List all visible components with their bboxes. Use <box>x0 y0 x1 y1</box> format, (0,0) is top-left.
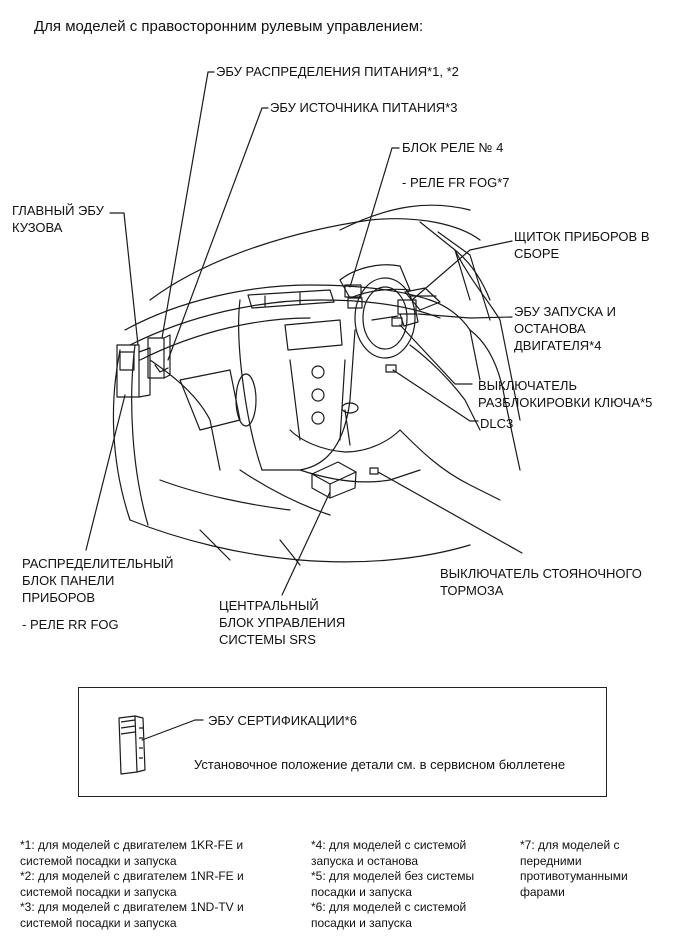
footnote-line: *3: для моделей с двигателем 1ND-TV и <box>20 900 244 914</box>
label-dlc3: DLC3 <box>480 416 514 431</box>
label-engine-ecu-line2: ОСТАНОВА <box>514 321 586 336</box>
footnote-line: *5: для моделей без системы <box>311 869 475 883</box>
footnote-line: *2: для моделей с двигателем 1NR-FE и <box>20 869 244 883</box>
footnote-line: противотуманными <box>520 869 628 883</box>
footnote-line: системой посадки и запуска <box>20 915 177 930</box>
certification-note: Установочное положение детали см. в серв… <box>194 757 566 772</box>
footnote-line: фарами <box>520 884 565 899</box>
certification-ecu-icon <box>118 715 146 775</box>
label-parking-brake-line1: ВЫКЛЮЧАТЕЛЬ СТОЯНОЧНОГО <box>440 566 642 581</box>
label-relay-fr-fog: - РЕЛЕ FR FOG*7 <box>402 175 510 190</box>
label-srs-line2: БЛОК УПРАВЛЕНИЯ <box>219 615 346 630</box>
label-engine-ecu-line1: ЭБУ ЗАПУСКА И <box>514 304 617 319</box>
footnote-line: *7: для моделей с <box>520 838 620 852</box>
label-relay-rr-fog: - РЕЛЕ RR FOG <box>22 617 119 632</box>
label-relay-block-4: БЛОК РЕЛЕ № 4 <box>402 140 504 155</box>
label-combination-meter-line2: СБОРЕ <box>514 246 560 261</box>
footnote-line: *6: для моделей с системой <box>311 900 467 914</box>
label-ecu-power-source: ЭБУ ИСТОЧНИКА ПИТАНИЯ*3 <box>270 100 458 115</box>
label-key-unlock-switch-line1: ВЫКЛЮЧАТЕЛЬ <box>478 378 577 393</box>
label-key-unlock-switch-line2: РАЗБЛОКИРОВКИ КЛЮЧА*5 <box>478 395 653 410</box>
label-certification-ecu: ЭБУ СЕРТИФИКАЦИИ*6 <box>208 713 357 728</box>
label-instrument-jb-line2: БЛОК ПАНЕЛИ <box>22 573 115 588</box>
label-ecu-power-distribution: ЭБУ РАСПРЕДЕЛЕНИЯ ПИТАНИЯ*1, *2 <box>216 64 459 79</box>
label-main-body-ecu-line2: КУЗОВА <box>12 220 63 235</box>
label-instrument-jb-line1: РАСПРЕДЕЛИТЕЛЬНЫЙ <box>22 556 174 571</box>
label-instrument-jb-line3: ПРИБОРОВ <box>22 590 96 605</box>
label-parking-brake-line2: ТОРМОЗА <box>440 583 504 598</box>
footnote-line: *1: для моделей с двигателем 1KR-FE и <box>20 838 244 852</box>
footnote-line: системой посадки и запуска <box>20 884 177 899</box>
footnote-line: посадки и запуска <box>311 884 412 899</box>
label-main-body-ecu-line1: ГЛАВНЫЙ ЭБУ <box>12 203 104 218</box>
footnote-line: посадки и запуска <box>311 915 412 930</box>
certification-ecu-panel: ЭБУ СЕРТИФИКАЦИИ*6 Установочное положени… <box>78 687 607 797</box>
footnote-line: системой посадки и запуска <box>20 853 177 868</box>
label-engine-ecu-line3: ДВИГАТЕЛЯ*4 <box>514 338 602 353</box>
label-combination-meter-line1: ЩИТОК ПРИБОРОВ В <box>514 229 650 244</box>
label-srs-line3: СИСТЕМЫ SRS <box>219 632 316 647</box>
footnote-line: *4: для моделей с системой <box>311 838 467 852</box>
label-srs-line1: ЦЕНТРАЛЬНЫЙ <box>219 598 319 613</box>
page-title: Для моделей с правосторонним рулевым упр… <box>34 18 424 35</box>
footnote-line: передними <box>520 853 582 868</box>
footnote-line: запуска и останова <box>311 853 419 868</box>
